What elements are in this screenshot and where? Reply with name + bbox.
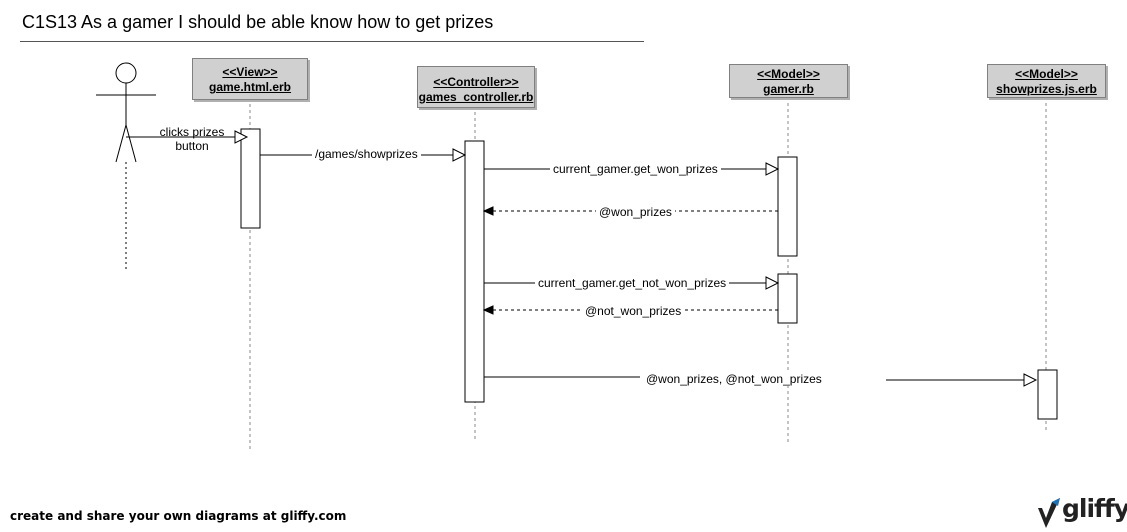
- message-label-clicks-prizes: clicks prizes button: [159, 125, 225, 153]
- participant-view-stereotype: <<View>>: [222, 65, 278, 79]
- message-label-return-not-won-prizes: @not_won_prizes: [582, 304, 685, 318]
- participant-gamer-name: gamer.rb: [763, 82, 814, 96]
- participant-controller-name: games_controller.rb: [418, 90, 534, 104]
- arrowhead-get-won-prizes: [765, 162, 780, 176]
- diagram-title: C1S13 As a gamer I should be able know h…: [22, 12, 494, 32]
- message-label-return-won-prizes: @won_prizes: [596, 205, 675, 219]
- actor-leg-left: [115, 124, 127, 163]
- arrowhead-render-prizes: [1023, 373, 1038, 387]
- participant-showprizes-name: showprizes.js.erb: [996, 82, 1097, 96]
- title-divider: [20, 41, 644, 42]
- actor-head: [115, 62, 137, 84]
- footer-text[interactable]: create and share your own diagrams at gl…: [10, 509, 347, 523]
- participant-gamer-stereotype: <<Model>>: [757, 67, 820, 81]
- gliffy-logo[interactable]: gliffy: [1036, 494, 1127, 528]
- activation-gamer-2: [777, 273, 798, 324]
- activation-view: [240, 128, 261, 229]
- activation-controller: [464, 140, 485, 403]
- activation-gamer-1: [777, 156, 798, 257]
- participant-showprizes: <<Model>> showprizes.js.erb: [987, 64, 1106, 98]
- message-label-showprizes: /games/showprizes: [312, 147, 421, 161]
- arrowhead-get-not-won-prizes: [765, 276, 780, 290]
- participant-view-name: game.html.erb: [208, 80, 292, 94]
- arrowhead-return-not-won-prizes: [482, 305, 494, 315]
- arrowhead-clicks-prizes: [234, 130, 249, 144]
- gliffy-logo-text: gliffy: [1062, 494, 1127, 523]
- participant-view: <<View>> game.html.erb: [192, 58, 308, 100]
- gliffy-logo-icon: [1038, 498, 1060, 528]
- arrowhead-return-won-prizes: [482, 206, 494, 216]
- participant-controller: <<Controller>> games_controller.rb: [417, 66, 535, 108]
- message-label-render-prizes: @won_prizes, @not_won_prizes: [643, 372, 825, 386]
- participant-showprizes-stereotype: <<Model>>: [1015, 67, 1078, 81]
- participant-controller-stereotype: <<Controller>>: [433, 75, 519, 89]
- arrowhead-showprizes: [452, 148, 467, 162]
- actor-leg-right: [125, 124, 137, 163]
- activation-showprizes: [1037, 369, 1058, 420]
- message-label-get-won-prizes: current_gamer.get_won_prizes: [550, 162, 721, 176]
- message-label-get-not-won-prizes: current_gamer.get_not_won_prizes: [535, 276, 730, 290]
- participant-gamer: <<Model>> gamer.rb: [729, 64, 848, 98]
- actor-figure: [96, 62, 156, 163]
